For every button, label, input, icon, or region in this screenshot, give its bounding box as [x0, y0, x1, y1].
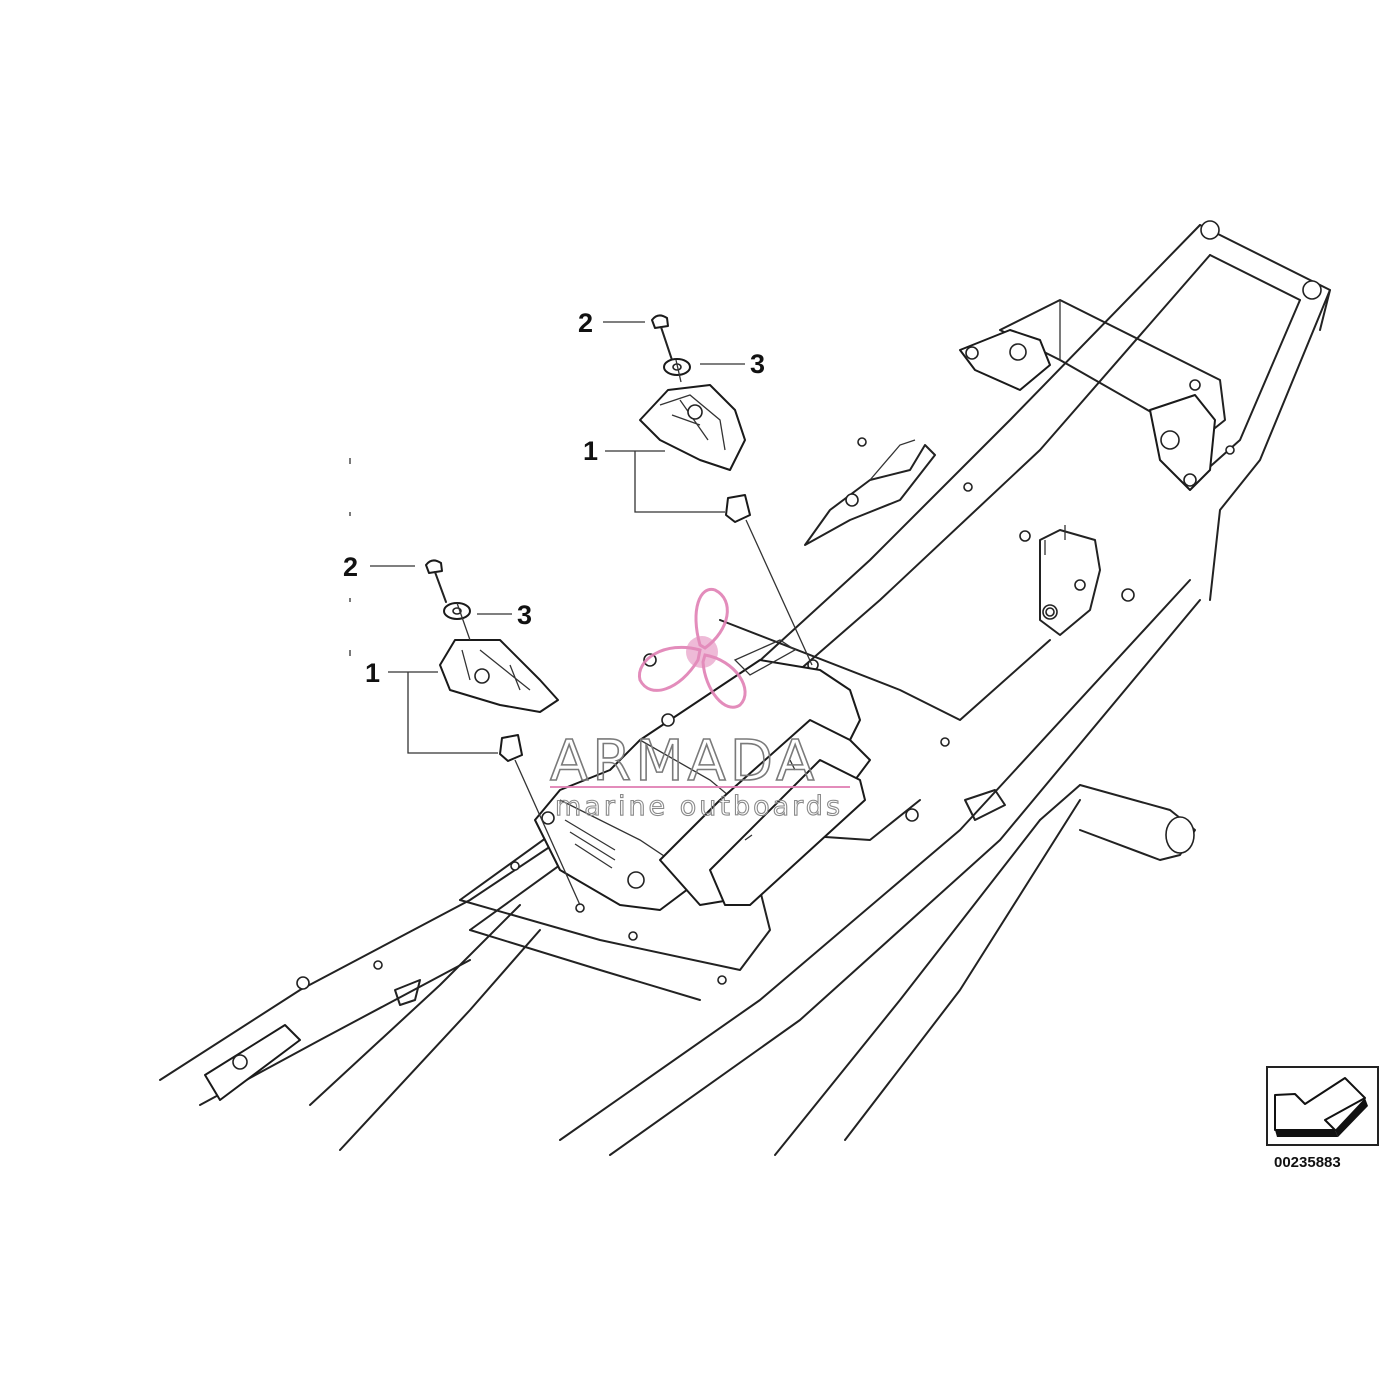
- callout-lower-3: 3: [517, 600, 532, 630]
- diagram-number: 00235883: [1274, 1154, 1341, 1171]
- upper-bracket-assembly: [639, 314, 813, 666]
- frame-bolts: [296, 437, 1235, 990]
- propeller-logo: [550, 587, 850, 788]
- rear-frame: [159, 220, 1331, 1156]
- callouts: 2 3 1 2 3 1: [343, 308, 765, 754]
- lower-bracket-assembly: [425, 559, 581, 906]
- view-direction-arrow-icon: [1274, 1077, 1368, 1137]
- callout-lower-2: 2: [343, 552, 358, 582]
- callout-lower-1: 1: [365, 658, 380, 688]
- callout-upper-1: 1: [583, 436, 598, 466]
- watermark-subtitle: marine outboards: [555, 791, 843, 822]
- callout-upper-3: 3: [750, 349, 765, 379]
- view-direction-box: [1266, 1066, 1379, 1146]
- watermark-title: ARMADA: [550, 729, 818, 794]
- control-unit: [534, 639, 871, 911]
- callout-upper-2: 2: [578, 308, 593, 338]
